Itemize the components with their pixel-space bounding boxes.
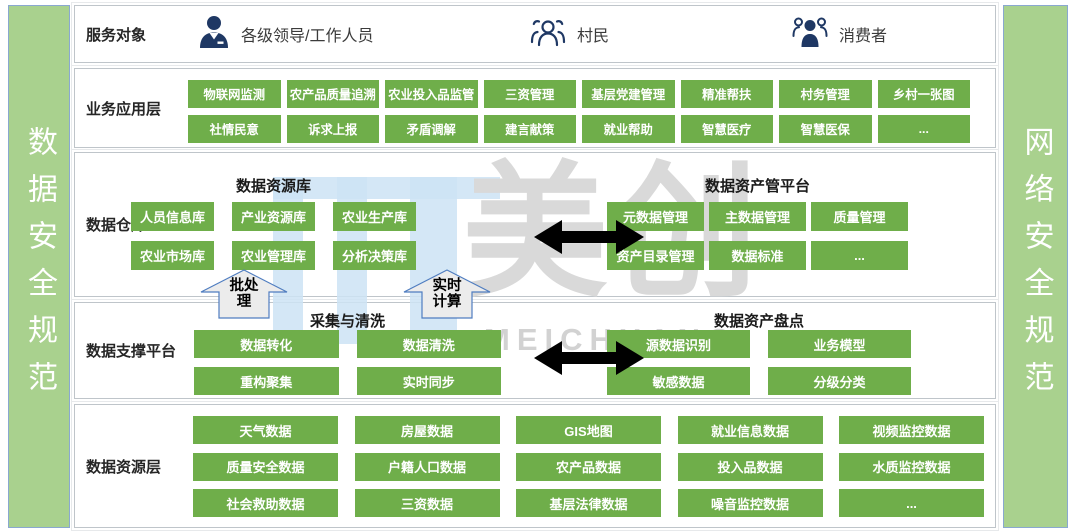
resource-block: 质量安全数据 bbox=[193, 452, 338, 481]
app-block: 精准帮扶 bbox=[680, 80, 773, 108]
service-item-label: 消费者 bbox=[839, 28, 888, 45]
data-asset-platform-title: 数据资产管平台 bbox=[704, 178, 810, 195]
network-security-bar: 网络安全规范 bbox=[1003, 5, 1068, 528]
up-arrow-icon bbox=[403, 269, 491, 319]
data-asset-platform-grid: 元数据管理 主数据管理 质量管理 资产目录管理 数据标准 ... bbox=[607, 202, 908, 270]
business-app-title: 业务应用层 bbox=[86, 100, 162, 118]
warehouse-block: 农业生产库 bbox=[333, 202, 416, 231]
app-block: ... bbox=[877, 115, 970, 143]
resource-block: 户籍人口数据 bbox=[354, 452, 500, 481]
asset-inventory-title: 数据资产盘点 bbox=[713, 313, 804, 330]
realtime-computing-label: 实时 计算 bbox=[432, 278, 462, 310]
app-block: 三资管理 bbox=[483, 80, 576, 108]
warehouse-sync-arrow-icon bbox=[533, 217, 645, 257]
villagers-icon bbox=[529, 15, 567, 54]
warehouse-block: 主数据管理 bbox=[709, 202, 806, 231]
service-item-leaders: 各级领导/工作人员 bbox=[197, 6, 373, 62]
app-block: 乡村一张图 bbox=[877, 80, 970, 108]
leader-icon bbox=[197, 15, 231, 54]
app-block: 诉求上报 bbox=[286, 115, 379, 143]
data-resource-section: 数据资源层 天气数据 房屋数据 GIS地图 就业信息数据 视频监控数据 质量安全… bbox=[74, 404, 996, 528]
data-resource-title: 数据资源层 bbox=[86, 458, 162, 476]
app-block: 农产品质量追溯 bbox=[286, 80, 379, 108]
service-item-villagers: 村民 bbox=[529, 6, 609, 62]
resource-block: 水质监控数据 bbox=[839, 452, 984, 481]
data-resource-lib-title: 数据资源库 bbox=[235, 178, 311, 195]
data-support-title: 数据支撑平台 bbox=[86, 343, 177, 360]
app-block: 矛盾调解 bbox=[385, 115, 478, 143]
app-block: 就业帮助 bbox=[582, 115, 675, 143]
resource-block: ... bbox=[839, 489, 984, 517]
resource-block: 农产品数据 bbox=[516, 452, 661, 481]
batch-processing-label: 批处 理 bbox=[229, 278, 259, 310]
data-security-label: 数据安全规范 bbox=[22, 125, 57, 408]
app-block: 建言献策 bbox=[483, 115, 576, 143]
support-block: 实时同步 bbox=[356, 367, 501, 395]
network-security-label: 网络安全规范 bbox=[1018, 125, 1054, 408]
resource-block: 天气数据 bbox=[193, 416, 338, 444]
warehouse-block: 农业市场库 bbox=[131, 241, 214, 270]
batch-processing-arrow: 批处 理 bbox=[200, 269, 288, 319]
data-security-bar: 数据安全规范 bbox=[8, 5, 70, 528]
warehouse-block: 人员信息库 bbox=[131, 202, 214, 231]
collect-clean-title: 采集与清洗 bbox=[309, 313, 385, 330]
warehouse-block: ... bbox=[811, 241, 908, 270]
service-objects-title: 服务对象 bbox=[86, 26, 147, 44]
data-warehouse-section: 数据仓库 数据资源库 人员信息库 产业资源库 农业生产库 农业市场库 农业管理库… bbox=[74, 152, 996, 297]
support-block: 数据转化 bbox=[194, 330, 339, 358]
support-block: 分级分类 bbox=[768, 367, 911, 395]
service-item-consumers: 消费者 bbox=[791, 6, 887, 62]
app-block: 智慧医保 bbox=[779, 115, 872, 143]
app-block: 物联网监测 bbox=[188, 80, 281, 108]
asset-inventory-grid: 源数据识别 业务模型 敏感数据 分级分类 bbox=[607, 330, 911, 395]
realtime-computing-arrow: 实时 计算 bbox=[403, 269, 491, 319]
warehouse-block: 分析决策库 bbox=[333, 241, 416, 270]
support-block: 业务模型 bbox=[768, 330, 911, 358]
resource-block: 三资数据 bbox=[354, 489, 500, 517]
resource-block: 噪音监控数据 bbox=[677, 489, 823, 517]
warehouse-block: 农业管理库 bbox=[232, 241, 315, 270]
app-block: 社情民意 bbox=[188, 115, 281, 143]
data-resource-lib-grid: 人员信息库 产业资源库 农业生产库 农业市场库 农业管理库 分析决策库 bbox=[131, 202, 416, 270]
resource-block: 视频监控数据 bbox=[839, 416, 984, 444]
up-arrow-icon bbox=[200, 269, 288, 319]
resource-block: 投入品数据 bbox=[677, 452, 823, 481]
resource-block: 就业信息数据 bbox=[677, 416, 823, 444]
app-block: 智慧医疗 bbox=[680, 115, 773, 143]
resource-block: GIS地图 bbox=[516, 416, 661, 444]
support-block: 敏感数据 bbox=[607, 367, 750, 395]
warehouse-block: 产业资源库 bbox=[232, 202, 315, 231]
app-block: 农业投入品监管 bbox=[385, 80, 478, 108]
business-app-grid: 物联网监测 农产品质量追溯 农业投入品监管 三资管理 基层党建管理 精准帮扶 村… bbox=[188, 80, 970, 143]
app-block: 村务管理 bbox=[779, 80, 872, 108]
support-sync-arrow-icon bbox=[533, 338, 645, 378]
support-block: 数据清洗 bbox=[356, 330, 501, 358]
collect-clean-grid: 数据转化 数据清洗 重构聚集 实时同步 bbox=[194, 330, 501, 395]
app-block: 基层党建管理 bbox=[582, 80, 675, 108]
service-item-label: 村民 bbox=[577, 28, 610, 45]
resource-block: 房屋数据 bbox=[354, 416, 500, 444]
consumers-icon bbox=[791, 15, 829, 54]
service-objects-section: 服务对象 各级领导/工作人员 bbox=[74, 5, 996, 63]
warehouse-block: 质量管理 bbox=[811, 202, 908, 231]
resource-block: 社会救助数据 bbox=[193, 489, 338, 517]
resource-block: 基层法律数据 bbox=[516, 489, 661, 517]
data-resource-grid: 天气数据 房屋数据 GIS地图 就业信息数据 视频监控数据 质量安全数据 户籍人… bbox=[193, 416, 984, 517]
support-block: 重构聚集 bbox=[194, 367, 339, 395]
service-item-label: 各级领导/工作人员 bbox=[241, 28, 374, 45]
warehouse-block: 数据标准 bbox=[709, 241, 806, 270]
business-app-section: 业务应用层 物联网监测 农产品质量追溯 农业投入品监管 三资管理 基层党建管理 … bbox=[74, 68, 996, 148]
data-support-section: 数据支撑平台 采集与清洗 数据转化 数据清洗 重构聚集 实时同步 数据资产盘点 … bbox=[74, 302, 996, 399]
